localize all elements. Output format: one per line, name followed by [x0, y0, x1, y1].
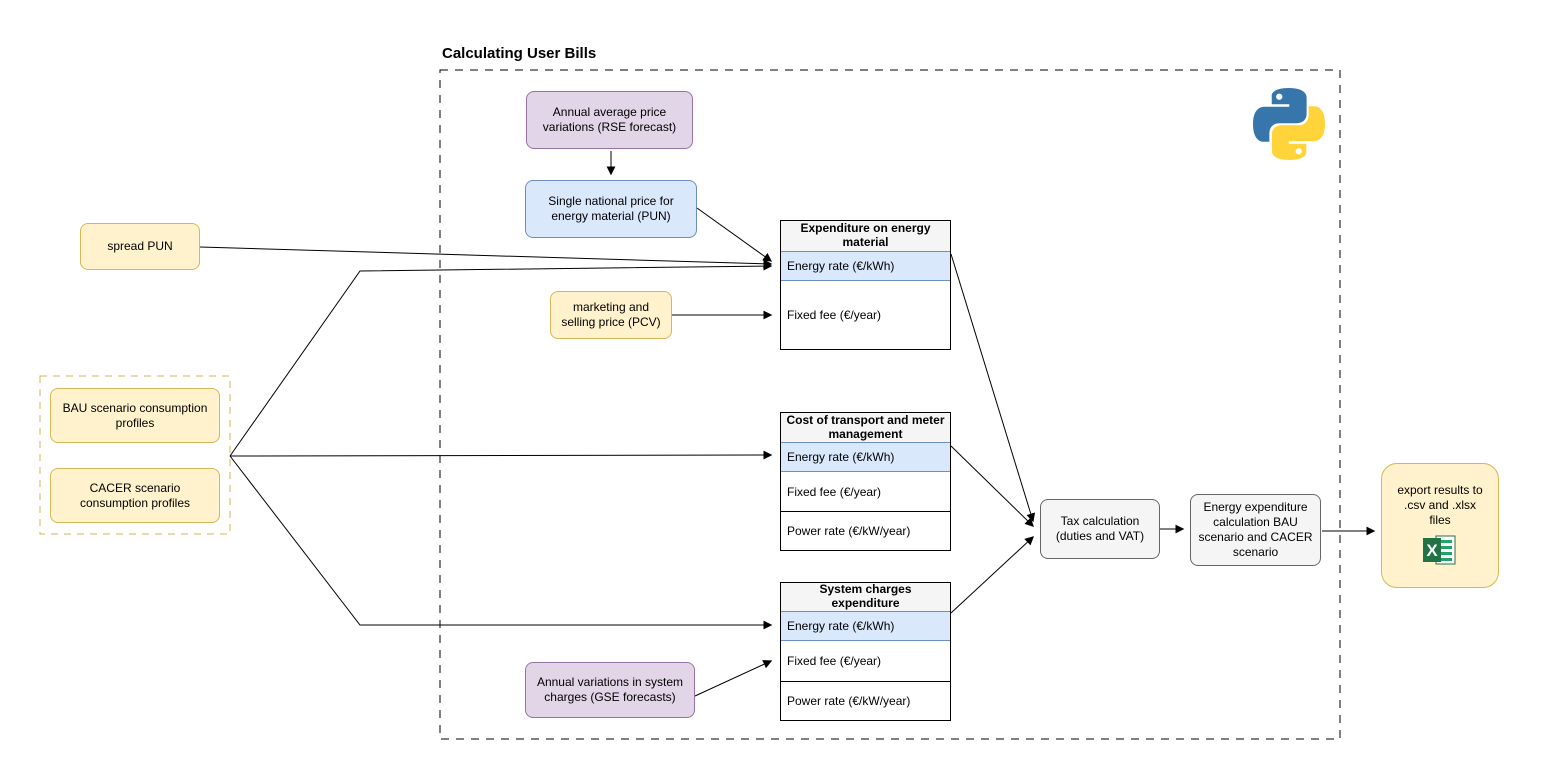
table-row: Fixed fee (€/year) — [781, 641, 950, 681]
node-label: BAU scenario consumption profiles — [62, 400, 208, 430]
table-system-charges-expenditure: System charges expenditure Energy rate (… — [780, 582, 951, 721]
table-header: Expenditure on energy material — [781, 221, 950, 251]
calculating-user-bills-boundary — [439, 69, 1341, 740]
node-tax-calculation: Tax calculation (duties and VAT) — [1040, 499, 1160, 559]
node-energy-expenditure-calculation: Energy expenditure calculation BAU scena… — [1190, 494, 1321, 566]
node-label: Annual average price variations (RSE for… — [542, 105, 677, 134]
table-row: Fixed fee (€/year) — [781, 472, 950, 511]
table-expenditure-energy-material: Expenditure on energy material Energy ra… — [780, 220, 951, 350]
table-row: Fixed fee (€/year) — [781, 281, 950, 349]
table-row: Energy rate (€/kWh) — [781, 442, 950, 472]
node-single-national-price-pun: Single national price for energy materia… — [525, 180, 697, 238]
edge-transport-to-tax — [950, 445, 1034, 527]
table-row: Energy rate (€/kWh) — [781, 611, 950, 641]
node-label: Tax calculation (duties and VAT) — [1055, 514, 1145, 543]
node-bau-consumption-profiles: BAU scenario consumption profiles — [50, 388, 220, 443]
node-cacer-consumption-profiles: CACER scenario consumption profiles — [50, 468, 220, 523]
python-logo-icon — [1253, 88, 1325, 160]
edge-profiles-to-system-charges — [229, 455, 773, 630]
table-header: System charges expenditure — [781, 582, 950, 611]
edge-energy-material-to-tax — [950, 253, 1036, 523]
edge-gse-to-fixed-fee — [694, 660, 773, 697]
edge-system-charges-to-tax — [950, 536, 1034, 614]
consumption-profiles-group-boundary — [39, 375, 231, 535]
table-row: Power rate (€/kW/year) — [781, 681, 950, 720]
page-title: Calculating User Bills — [442, 45, 597, 62]
node-spread-pun: spread PUN — [80, 223, 200, 270]
table-header: Cost of transport and meter management — [781, 413, 950, 442]
edge-spread-pun-to-energy-rate — [199, 246, 773, 269]
edge-profiles-to-transport — [229, 450, 773, 460]
table-row: Power rate (€/kW/year) — [781, 511, 950, 550]
edge-pun-to-energy-rate — [696, 207, 773, 262]
node-label: Annual variations in system charges (GSE… — [536, 675, 684, 704]
node-label: CACER scenario consumption profiles — [79, 480, 191, 510]
excel-icon: X — [1423, 535, 1457, 569]
node-export-results: export results to .csv and .xlsx files X — [1381, 463, 1499, 588]
node-annual-variations-system-charges: Annual variations in system charges (GSE… — [525, 662, 695, 718]
node-label: Energy expenditure calculation BAU scena… — [1198, 500, 1313, 559]
node-label: spread PUN — [107, 239, 173, 253]
svg-text:X: X — [1426, 541, 1438, 560]
node-label: export results to .csv and .xlsx files — [1397, 482, 1483, 527]
node-label: Single national price for energy materia… — [548, 194, 674, 223]
edge-profiles-to-energy-material — [229, 261, 773, 457]
table-row: Energy rate (€/kWh) — [781, 251, 950, 281]
node-annual-average-price-variations: Annual average price variations (RSE for… — [526, 91, 693, 149]
node-label: marketing and selling price (PCV) — [561, 300, 661, 329]
node-marketing-selling-price-pcv: marketing and selling price (PCV) — [550, 291, 672, 339]
table-cost-transport-meter: Cost of transport and meter management E… — [780, 412, 951, 551]
